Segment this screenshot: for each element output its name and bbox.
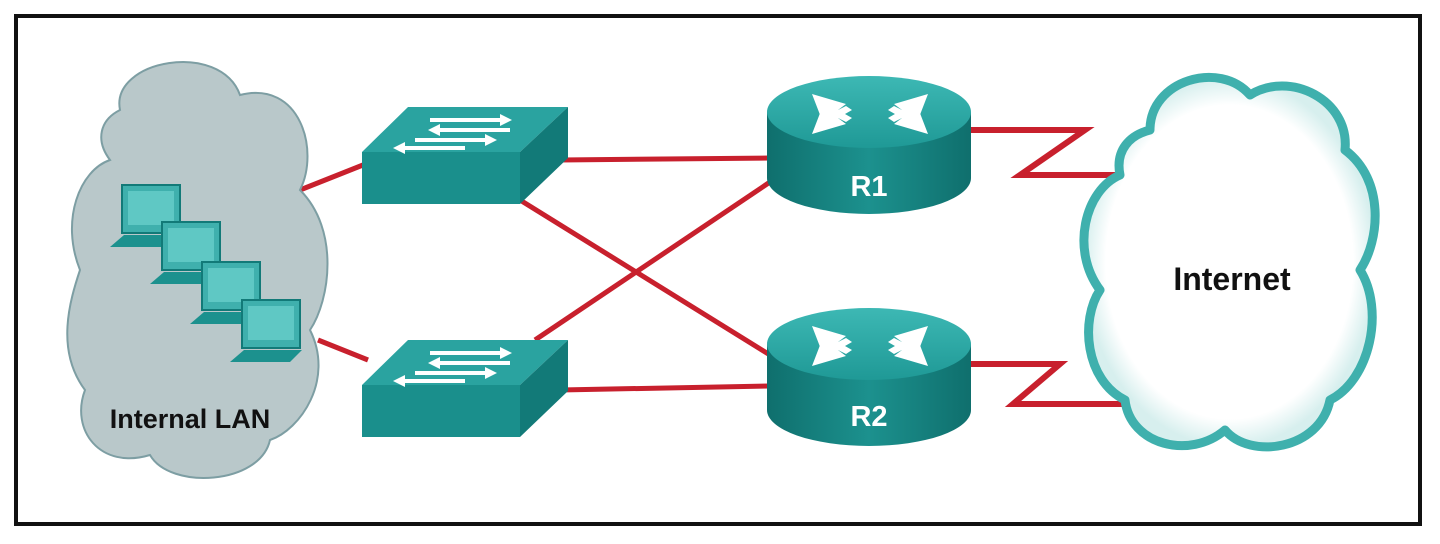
internal-lan-cloud: Internal LAN	[66, 61, 329, 479]
link-switch1-r1	[559, 155, 771, 163]
serial-link-icon	[968, 361, 1125, 407]
router-r2: R2	[767, 308, 971, 446]
serial-links	[968, 127, 1125, 407]
router-arrows-icon	[812, 326, 928, 366]
serial-link-icon	[968, 127, 1120, 178]
link-switch1-r2	[518, 197, 772, 358]
cloud-icon	[1079, 73, 1380, 452]
router-label-r2: R2	[850, 401, 887, 433]
link-lan-switch2	[317, 337, 369, 363]
link-switch2-r2	[559, 383, 771, 393]
link-lan-switch1	[299, 160, 369, 193]
pc-icon	[190, 261, 262, 324]
router-r1: R1	[767, 76, 971, 214]
switch-2	[362, 340, 568, 437]
internet-label: Internet	[1173, 261, 1291, 297]
internet-cloud: Internet	[1079, 73, 1380, 452]
link-switch2-r1	[533, 179, 772, 343]
internal-lan-label: Internal LAN	[110, 404, 271, 434]
router-arrows-icon	[812, 94, 928, 134]
switch-1	[362, 107, 568, 204]
links	[299, 155, 772, 393]
router-label-r1: R1	[850, 171, 887, 203]
pc-icon	[230, 299, 302, 362]
